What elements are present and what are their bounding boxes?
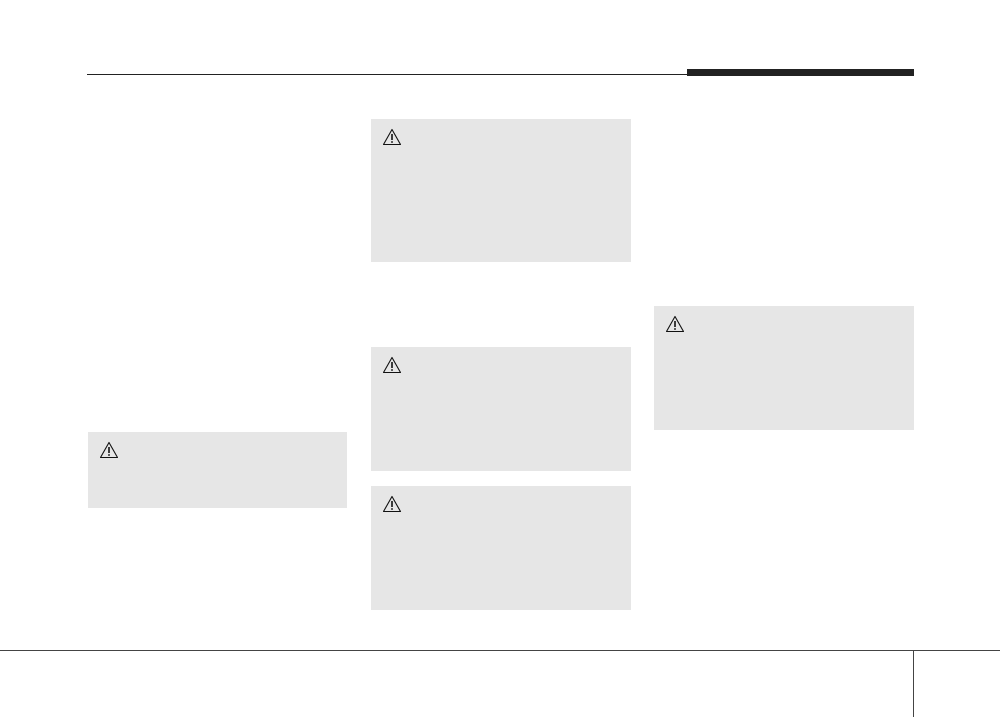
warning-box xyxy=(88,432,347,508)
warning-box xyxy=(371,347,631,471)
warning-triangle-icon xyxy=(665,315,685,333)
warning-triangle-icon xyxy=(382,356,402,374)
warning-box xyxy=(371,119,631,262)
warning-box xyxy=(654,306,914,430)
footer-divider xyxy=(913,650,914,717)
footer-rule xyxy=(0,650,1000,651)
warning-triangle-icon xyxy=(99,441,119,459)
warning-triangle-icon xyxy=(382,128,402,146)
warning-box xyxy=(371,486,631,610)
warning-triangle-icon xyxy=(382,495,402,513)
header-rule xyxy=(87,74,687,75)
header-bar xyxy=(687,69,914,76)
